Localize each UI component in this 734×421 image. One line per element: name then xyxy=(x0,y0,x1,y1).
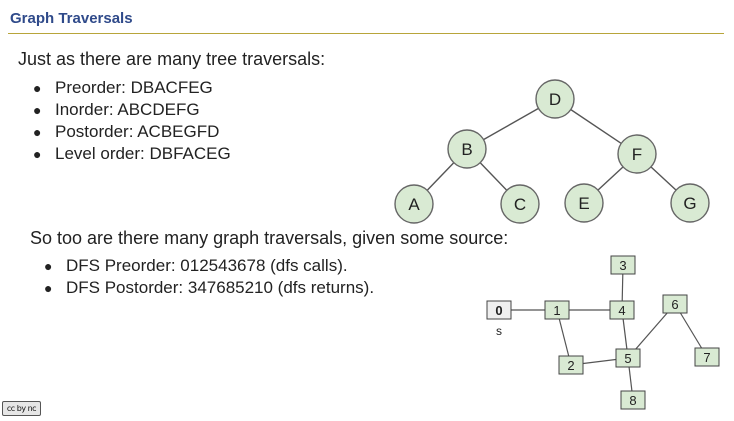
list-item: ●Inorder: ABCDEFG xyxy=(33,100,200,119)
bullet-icon: ● xyxy=(44,258,53,274)
graph-node-label: 5 xyxy=(624,351,631,366)
tree-node-label: C xyxy=(514,195,526,214)
tree-node-label: A xyxy=(408,195,420,214)
bullet-icon: ● xyxy=(33,80,42,96)
graph-node-label: 7 xyxy=(703,350,710,365)
graph-node-8: 8 xyxy=(620,390,646,410)
graph-node-label: 8 xyxy=(629,393,636,408)
list-item: ●Level order: DBFACEG xyxy=(33,144,231,163)
list-item: ●Postorder: ACBEGFD xyxy=(33,122,220,141)
bullet-icon: ● xyxy=(33,102,42,118)
slide-title: Graph Traversals xyxy=(10,10,133,27)
graph-node-label: 3 xyxy=(619,258,626,273)
graph-node-label: 1 xyxy=(553,303,560,318)
tree-node-d: D xyxy=(535,79,575,119)
tree-traversals-list: ●Preorder: DBACFEG ●Inorder: ABCDEFG ●Po… xyxy=(33,77,231,165)
directed-graph: 0 s 1 2 3 4 5 6 7 8 xyxy=(486,255,720,410)
tree-node-g: G xyxy=(670,183,710,223)
list-item: ●DFS Postorder: 347685210 (dfs returns). xyxy=(44,278,375,297)
graph-node-label: 4 xyxy=(618,303,625,318)
graph-node-6: 6 xyxy=(662,294,688,314)
graph-node-7: 7 xyxy=(694,347,720,367)
graph-traversals-list: ●DFS Preorder: 012543678 (dfs calls). ●D… xyxy=(44,255,375,299)
tree-traversals-intro: Just as there are many tree traversals: xyxy=(18,49,326,69)
bullet-icon: ● xyxy=(44,280,53,296)
graph-node-3: 3 xyxy=(610,255,636,275)
binary-tree: D B F A C E G xyxy=(394,79,710,224)
tree-node-label: D xyxy=(549,90,561,109)
tree-node-e: E xyxy=(564,183,604,223)
tree-node-f: F xyxy=(617,134,657,174)
list-item: ●DFS Preorder: 012543678 (dfs calls). xyxy=(44,256,348,275)
tree-node-a: A xyxy=(394,184,434,224)
graph-node-label: 0 xyxy=(495,303,502,318)
graph-node-label: 6 xyxy=(671,297,678,312)
graph-node-label: 2 xyxy=(567,358,574,373)
bullet-icon: ● xyxy=(33,146,42,162)
list-item: ●Preorder: DBACFEG xyxy=(33,78,213,97)
graph-traversals-intro: So too are there many graph traversals, … xyxy=(30,228,509,248)
graph-node-0: 0 xyxy=(486,300,512,320)
graph-node-2: 2 xyxy=(558,355,584,375)
tree-node-label: E xyxy=(578,194,589,213)
cc-license-badge: cc by nc sa xyxy=(2,401,41,416)
tree-node-c: C xyxy=(500,184,540,224)
graph-node-4: 4 xyxy=(609,300,635,320)
title-divider xyxy=(8,33,724,34)
tree-node-label: B xyxy=(461,140,472,159)
tree-node-label: G xyxy=(683,194,696,213)
graph-node-5: 5 xyxy=(615,348,641,368)
bullet-icon: ● xyxy=(33,124,42,140)
graph-node-1: 1 xyxy=(544,300,570,320)
tree-node-b: B xyxy=(447,129,487,169)
tree-node-label: F xyxy=(632,145,642,164)
source-label: s xyxy=(496,324,502,338)
